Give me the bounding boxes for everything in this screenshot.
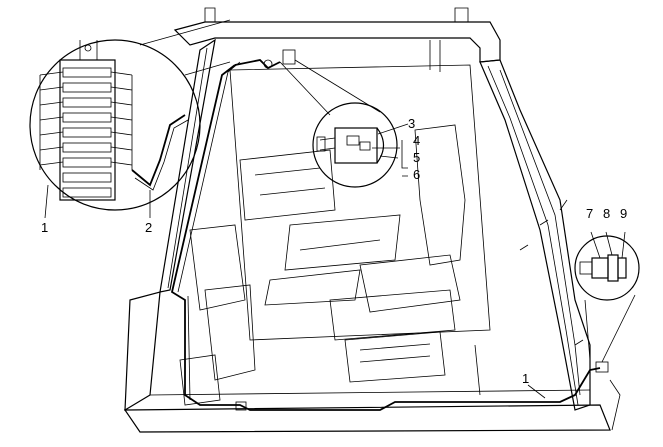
callout-9: 9 — [620, 206, 627, 221]
switch-detail — [279, 59, 409, 188]
wire-harness — [170, 49, 609, 411]
callout-2: 2 — [145, 220, 152, 235]
fuse-block-detail — [29, 19, 231, 211]
callout-8: 8 — [603, 206, 610, 221]
callout-3: 3 — [408, 116, 415, 131]
fuse-rows — [62, 67, 112, 198]
callout-6: 6 — [413, 167, 420, 182]
callout-1-harness: 1 — [522, 371, 529, 386]
connector-detail — [574, 231, 640, 363]
callout-1: 1 — [41, 220, 48, 235]
callout-7: 7 — [586, 206, 593, 221]
callout-5: 5 — [413, 150, 420, 165]
callout-4: 4 — [413, 133, 420, 148]
cab-frame — [123, 7, 621, 433]
